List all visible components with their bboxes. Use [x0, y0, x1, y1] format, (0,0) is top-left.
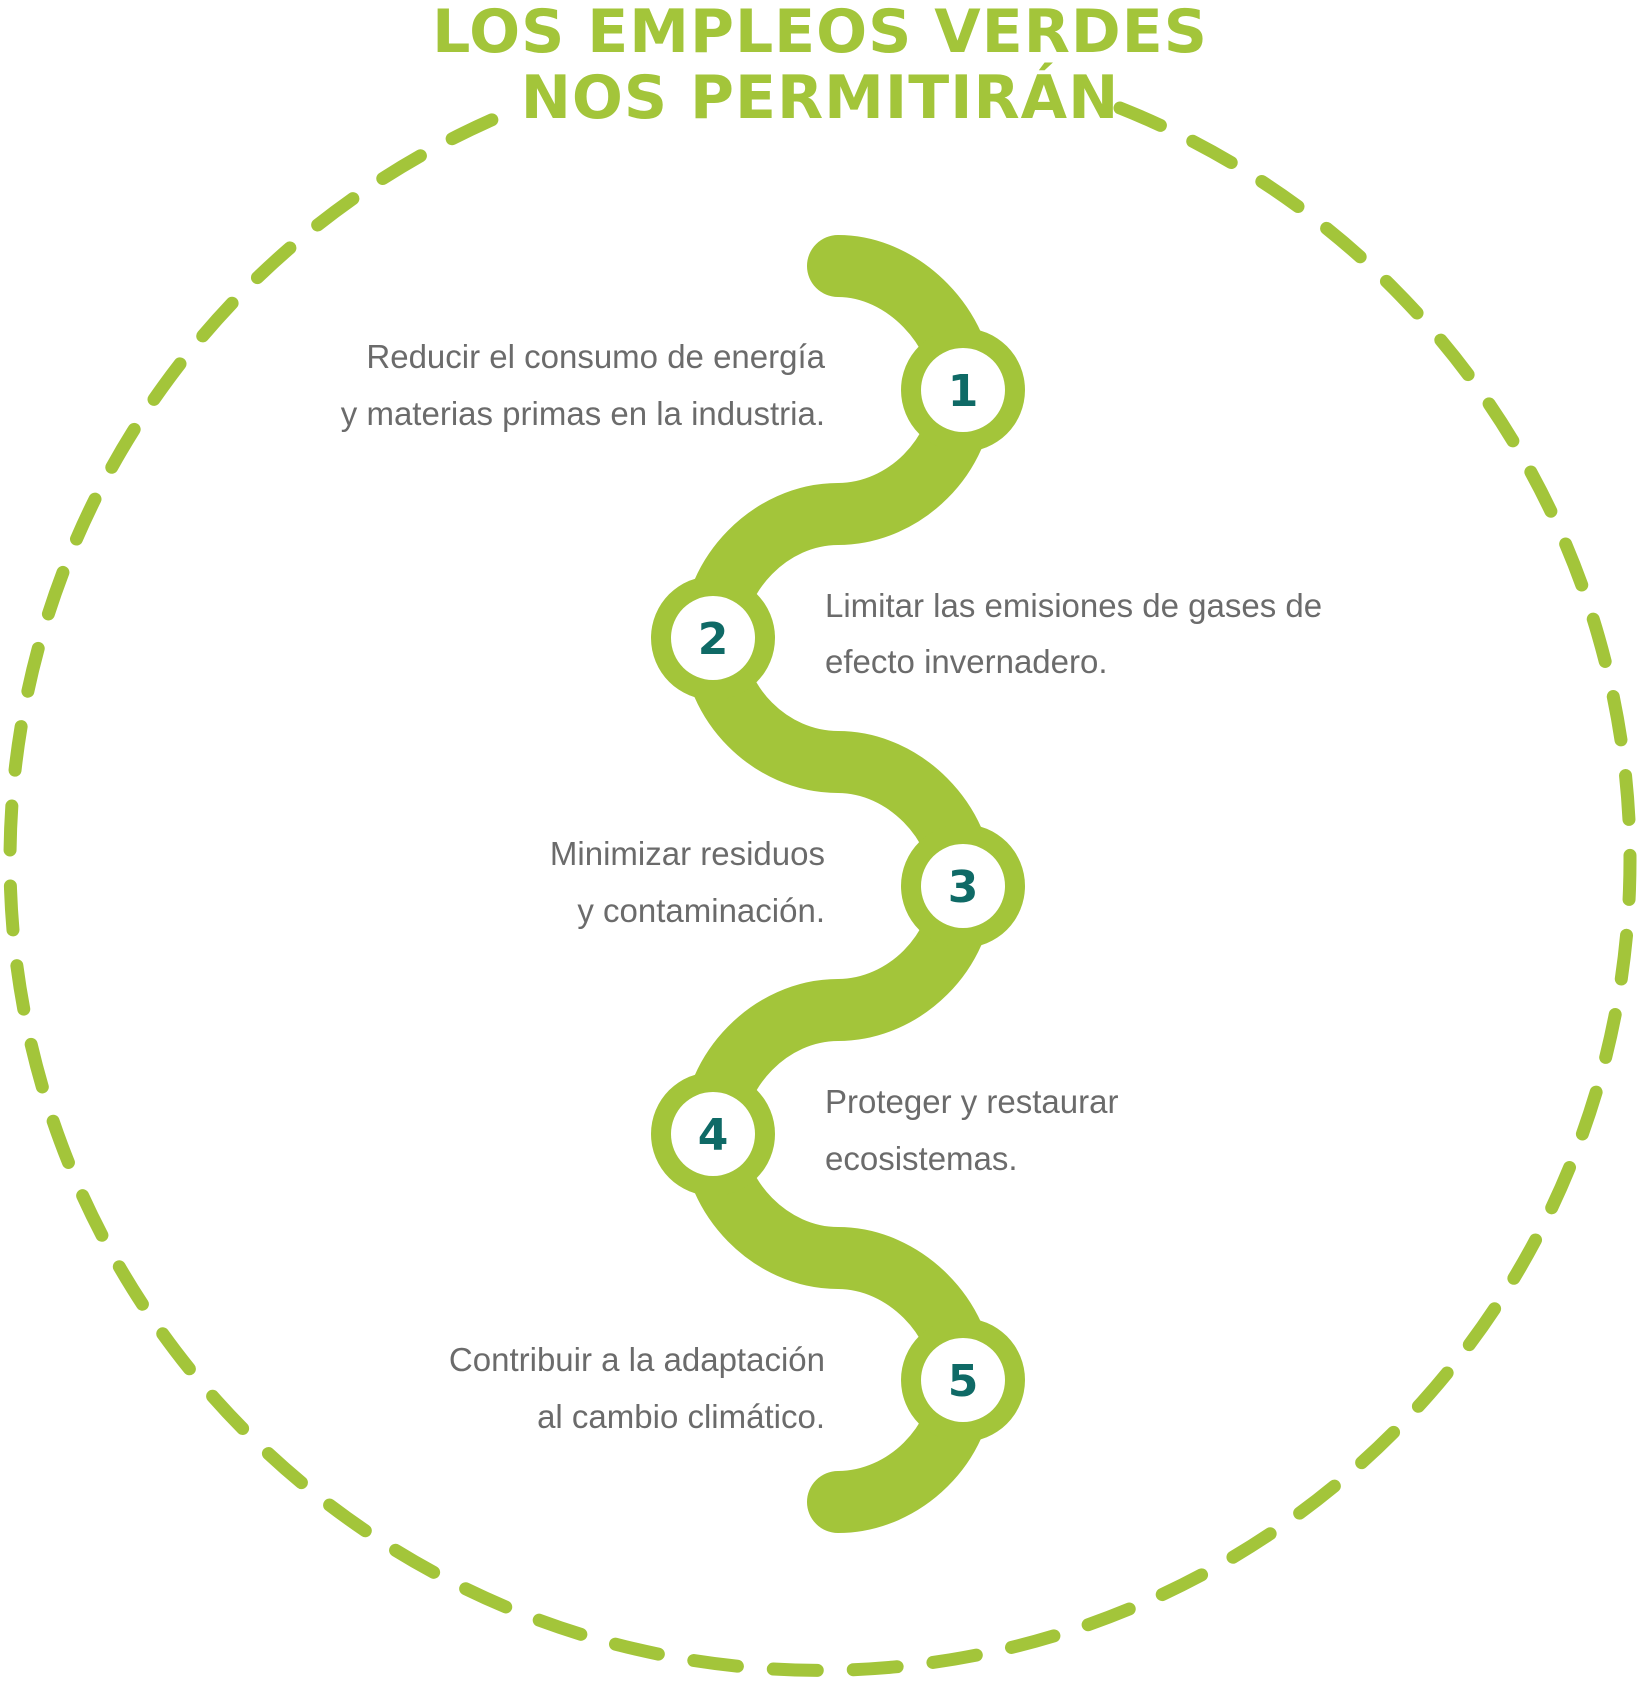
step-text-line-1: Contribuir a la adaptación: [449, 1341, 825, 1378]
step-number: 1: [948, 366, 979, 417]
title-line-1: LOS EMPLEOS VERDES: [432, 0, 1208, 67]
step-4: 4 Proteger y restaurar ecosistemas.: [651, 1072, 1118, 1196]
title-line-2: NOS PERMITIRÁN: [521, 62, 1120, 133]
step-marker-center: [671, 596, 755, 680]
step-marker-center: [921, 348, 1005, 432]
step-number: 5: [948, 1356, 979, 1407]
step-number: 4: [698, 1110, 729, 1161]
step-text-line-2: al cambio climático.: [537, 1398, 825, 1435]
dashed-circle-frame: [3, 101, 1637, 1677]
step-2: 2 Limitar las emisiones de gases de efec…: [651, 576, 1322, 700]
step-text-line-2: y materias primas en la industria.: [341, 395, 825, 432]
step-number: 2: [698, 614, 729, 665]
step-number: 3: [948, 862, 979, 913]
step-1: 1 Reducir el consumo de energía y materi…: [341, 328, 1025, 452]
step-marker-center: [671, 1092, 755, 1176]
step-text-line-1: Reducir el consumo de energía: [366, 338, 825, 375]
step-text-line-2: y contaminación.: [577, 892, 825, 929]
step-text-line-1: Minimizar residuos: [550, 835, 825, 872]
step-5: 5 Contribuir a la adaptación al cambio c…: [449, 1318, 1025, 1442]
step-3: 3 Minimizar residuos y contaminación.: [550, 824, 1025, 948]
step-text-line-2: efecto invernadero.: [825, 643, 1108, 680]
step-text-line-2: ecosistemas.: [825, 1140, 1018, 1177]
step-text-line-1: Limitar las emisiones de gases de: [825, 587, 1322, 624]
step-marker-center: [921, 844, 1005, 928]
step-text-line-1: Proteger y restaurar: [825, 1083, 1118, 1120]
step-marker-center: [921, 1338, 1005, 1422]
